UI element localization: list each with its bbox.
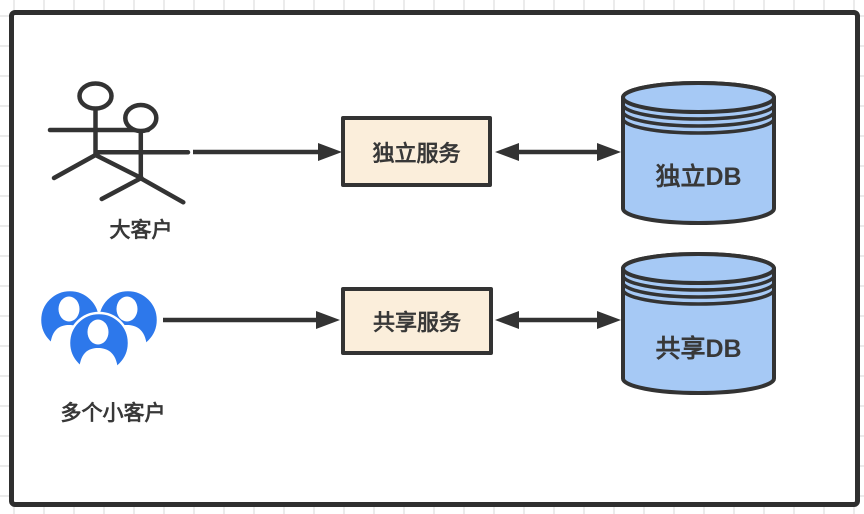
shared-service-label: 共享服务 bbox=[372, 310, 461, 335]
independent-db-label: 独立DB bbox=[655, 163, 742, 191]
arrow-independent-service-to-db bbox=[495, 143, 621, 161]
arrow-small-customers-to-shared-service bbox=[163, 311, 340, 329]
shared-db-cylinder bbox=[621, 252, 776, 395]
big-customer-icon bbox=[47, 81, 191, 205]
independent-service-label: 独立服务 bbox=[372, 140, 461, 166]
big-customer-label: 大客户 bbox=[109, 219, 173, 242]
small-customers-label: 多个小客户 bbox=[60, 402, 166, 425]
shared-db-label: 共享DB bbox=[655, 335, 742, 363]
shared-service-box: 共享服务 bbox=[341, 287, 493, 355]
person-circle-icon bbox=[67, 311, 131, 375]
small-customers-group-icon bbox=[38, 288, 160, 375]
arrow-big-customer-to-independent-service bbox=[193, 143, 342, 161]
independent-db-cylinder bbox=[621, 81, 776, 225]
independent-service-box: 独立服务 bbox=[341, 116, 492, 187]
arrow-shared-service-to-db bbox=[495, 311, 621, 329]
